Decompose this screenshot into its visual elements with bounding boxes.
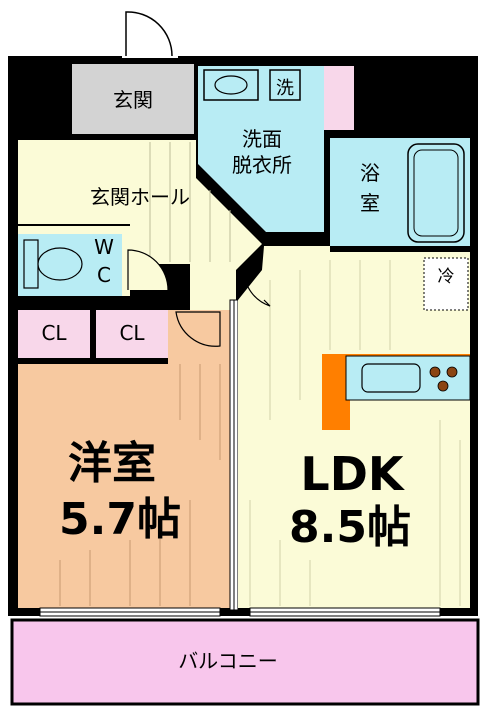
closet-left-label: CL (41, 321, 67, 345)
washroom-label-2: 脱衣所 (232, 153, 292, 177)
ldk-door (243, 269, 271, 307)
balcony-floor (10, 618, 480, 706)
closet-right-floor (96, 310, 168, 358)
balcony-label: バルコニー (178, 649, 278, 673)
closet-right-label: CL (119, 321, 145, 345)
washroom-label-1: 洗面 (242, 127, 282, 151)
washroom-cabinet (324, 66, 354, 130)
western-room-floor (18, 364, 230, 608)
hall-label: 玄関ホール (90, 185, 190, 209)
wc-label-1: W (94, 235, 114, 259)
entrance-door (122, 10, 178, 58)
bath-label-2: 室 (360, 191, 380, 215)
western-room-label: 洋室 (68, 438, 156, 489)
washroom-floor (198, 66, 324, 232)
washer-label: 洗 (276, 78, 294, 99)
ldk-size-label: 8.5帖 (289, 502, 411, 553)
fridge-label: 冷 (438, 267, 455, 287)
stove-icon (429, 366, 458, 392)
closet-left-floor (18, 310, 90, 358)
kitchen-sink-icon (361, 363, 421, 393)
sink-icon (203, 69, 259, 101)
western-door (175, 311, 221, 347)
hall-hatch (149, 142, 231, 262)
wc-label-2: C (97, 263, 111, 287)
ldk-floor (238, 246, 470, 608)
entrance-label: 玄関 (113, 88, 153, 112)
toilet-icon (23, 239, 83, 289)
ldk-label: LDK (300, 447, 405, 501)
bath-label-1: 浴 (360, 161, 380, 185)
washer-icon (269, 69, 301, 101)
bathtub-icon (407, 143, 465, 243)
fridge-space (423, 257, 469, 311)
ldk-hatch (249, 260, 461, 606)
wc-door (127, 249, 169, 291)
balcony-windows (39, 607, 441, 617)
western-size-label: 5.7帖 (59, 494, 181, 545)
